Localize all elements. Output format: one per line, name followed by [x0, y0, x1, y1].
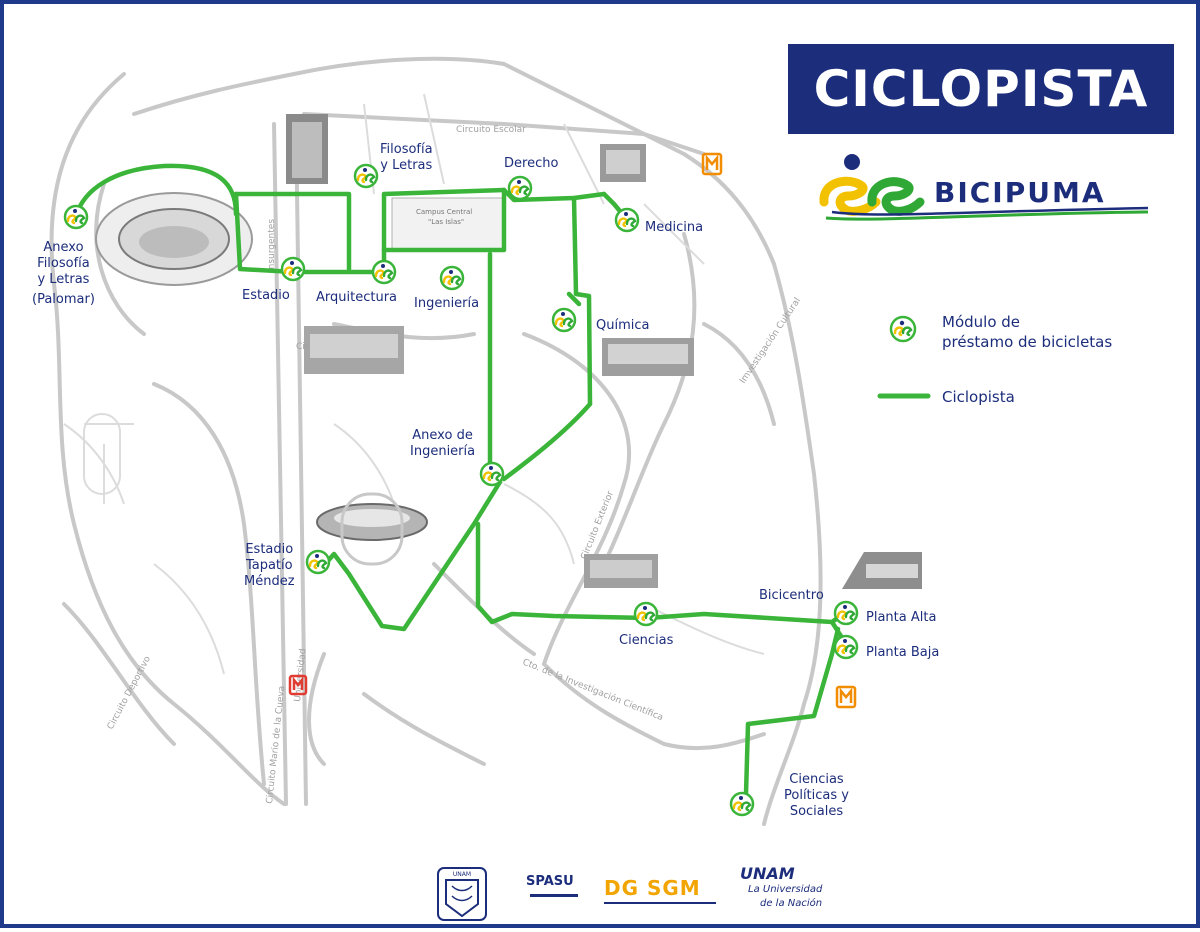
building-photos — [286, 114, 922, 589]
brand-name: BICIPUMA — [934, 176, 1106, 209]
label-line: y Letras — [37, 272, 90, 287]
bike-module-ciencias[interactable] — [633, 601, 659, 627]
label-line: Filosofía — [37, 256, 90, 271]
legend-line: Módulo de — [942, 313, 1021, 331]
label-line: y Letras — [380, 158, 433, 173]
unam-nacion-line-2: de la Nación — [760, 898, 823, 909]
bike-module-arquitectura[interactable] — [371, 259, 397, 285]
spasu-underline — [530, 894, 578, 897]
label-estadio: Estadio — [242, 288, 290, 303]
bike-module-tapatio[interactable] — [305, 549, 331, 575]
street-label-insurgentes: Insurgentes — [267, 219, 277, 272]
label-line: Anexo de — [412, 428, 473, 443]
label-ingenieria: Ingeniería — [414, 296, 480, 311]
bike-module-markers — [63, 163, 859, 817]
label-filosofia: Filosofía y Letras — [380, 142, 433, 174]
label-line: Políticas y — [784, 788, 849, 803]
label-line: Estadio — [245, 542, 294, 557]
unam-nacion-logo: UNAM — [740, 864, 795, 883]
dgsgm-underline — [604, 902, 716, 904]
label-line: Sociales — [789, 804, 844, 819]
street-label-investigacion: Cto. de la Investigación Científica — [521, 657, 665, 724]
label-medicina: Medicina — [645, 220, 704, 235]
label-anexo-ingenieria: Anexo de Ingeniería — [410, 428, 475, 460]
label-anexo-filosofia: Anexo Filosofía y Letras (Palomar) — [32, 240, 95, 308]
bike-module-ingenieria[interactable] — [439, 265, 465, 291]
bicipuma-logo-mark — [819, 154, 1149, 221]
label-planta-alta: Planta Alta — [866, 610, 937, 625]
metro-universidad-icon — [288, 674, 308, 696]
tapatio-stadium — [316, 492, 428, 566]
campus-label-1: Campus Central — [416, 208, 472, 216]
street-label-cir: Cir — [296, 342, 309, 352]
label-line: Filosofía — [380, 142, 433, 157]
bike-module-derecho[interactable] — [507, 175, 533, 201]
legend-line: préstamo de bicicletas — [942, 333, 1113, 351]
bike-module-politicas[interactable] — [729, 791, 755, 817]
ciclopista-route — [73, 163, 849, 797]
bike-module-planta-baja[interactable] — [833, 634, 859, 660]
unam-seal-logo: UNAM — [437, 867, 487, 921]
campus-map: Circuito Escolar Insurgentes Circuito Ex… — [49, 56, 931, 826]
title-banner: CICLOPISTA — [788, 44, 1174, 134]
bicipuma-logo: BICIPUMA — [818, 152, 1158, 228]
label-politicas: Ciencias Políticas y Sociales — [784, 772, 849, 820]
label-bicicentro: Bicicentro — [759, 588, 824, 603]
legend-route-label: Ciclopista — [942, 388, 1015, 406]
bike-module-estadio[interactable] — [280, 256, 306, 282]
unam-seal-text: UNAM — [453, 871, 471, 878]
bike-module-quimica[interactable] — [551, 307, 577, 333]
secondary-streets — [63, 93, 765, 675]
unam-nacion-line-1: La Universidad — [748, 884, 823, 895]
label-tapatio: Estadio Tapatío Méndez — [244, 542, 295, 590]
olympic-stadium — [95, 192, 253, 286]
campus-label-2: "Las Islas" — [428, 218, 464, 226]
page-title: CICLOPISTA — [813, 60, 1149, 118]
label-line: (Palomar) — [32, 292, 95, 307]
label-arquitectura: Arquitectura — [316, 290, 398, 305]
label-line: Anexo — [43, 240, 84, 255]
label-ciencias: Ciencias — [619, 633, 674, 648]
metro-icon — [701, 152, 857, 709]
bike-module-medicina[interactable] — [614, 207, 640, 233]
campus-central-block — [391, 197, 505, 251]
label-planta-baja: Planta Baja — [866, 645, 940, 660]
legend-module-icon — [889, 315, 917, 343]
label-quimica: Química — [596, 318, 650, 333]
label-line: Ciencias — [789, 772, 844, 787]
label-line: Méndez — [244, 574, 295, 589]
label-line: Ingeniería — [410, 444, 476, 459]
spasu-logo: SPASU — [526, 874, 574, 889]
bike-module-planta-alta[interactable] — [833, 600, 859, 626]
bike-module-filosofia[interactable] — [353, 163, 379, 189]
dgsgm-logo: DG SGM — [604, 876, 701, 900]
label-derecho: Derecho — [504, 156, 559, 171]
street-label-escolar: Circuito Escolar — [456, 125, 526, 135]
label-line: Tapatío — [245, 558, 293, 573]
bike-module-anexo-filosofia[interactable] — [63, 204, 89, 230]
bike-module-anexo-ingenieria[interactable] — [479, 461, 505, 487]
legend-module-label: Módulo de préstamo de bicicletas — [942, 312, 1112, 352]
